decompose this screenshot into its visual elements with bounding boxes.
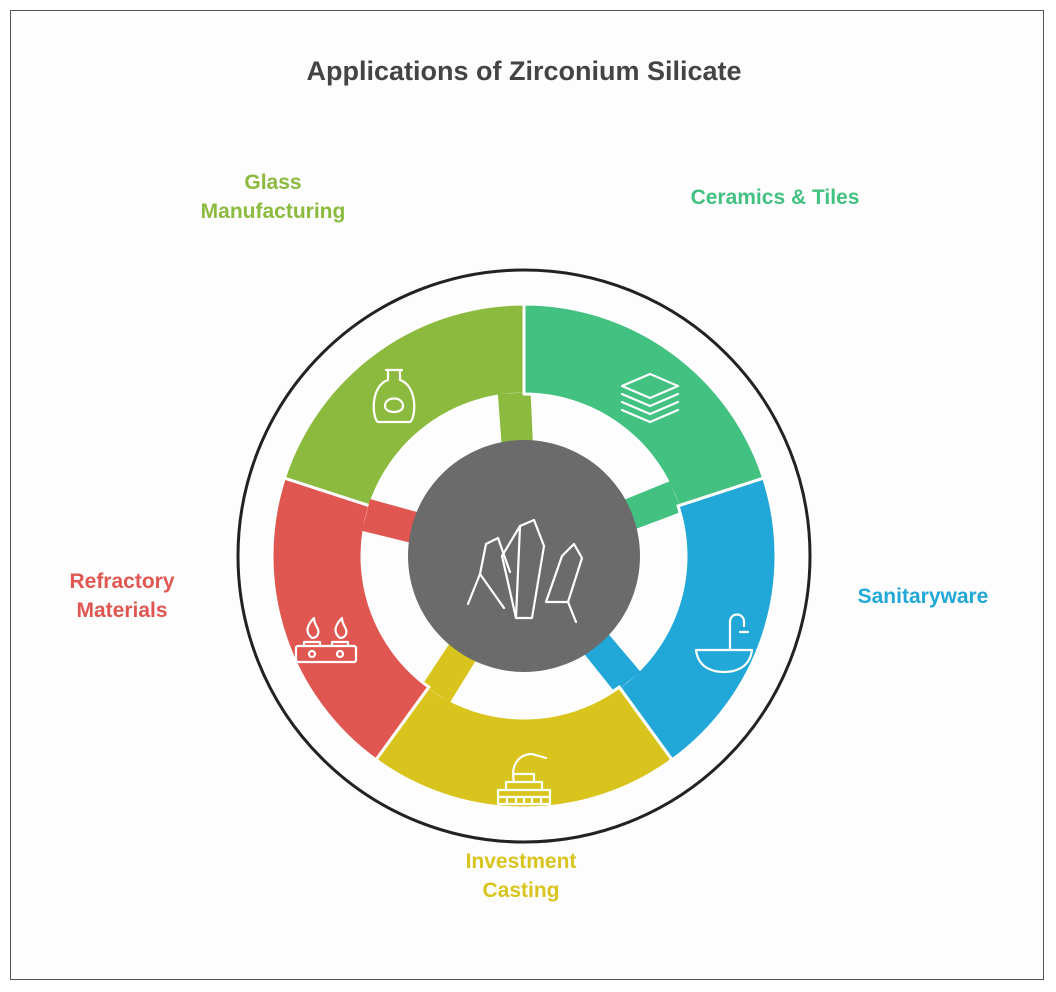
segment-connector (497, 392, 533, 447)
casting-machine-icon (496, 752, 552, 806)
label-glass-manufacturing: Glass Manufacturing (200, 171, 346, 223)
diagram-title: Applications of Zirconium Silicate (306, 56, 742, 86)
sink-faucet-icon (694, 613, 754, 674)
glass-bottle-icon (372, 368, 416, 424)
segment-refractory-materials (270, 476, 431, 762)
tile-stack-icon (620, 372, 680, 424)
label-ceramics-tiles: Ceramics & Tiles (690, 186, 860, 209)
outer-ring (236, 268, 812, 844)
segment-connector (582, 631, 641, 693)
center-disc (408, 440, 640, 672)
segment-connector (422, 641, 478, 703)
label-sanitaryware: Sanitaryware (857, 585, 989, 608)
label-investment-casting: Investment Casting (465, 850, 577, 902)
label-refractory-materials: Refractory Materials (69, 570, 175, 622)
burner-stove-icon (294, 616, 358, 664)
segment-connector (621, 481, 682, 531)
segment-connector (361, 499, 421, 544)
crystals-icon (466, 518, 584, 624)
